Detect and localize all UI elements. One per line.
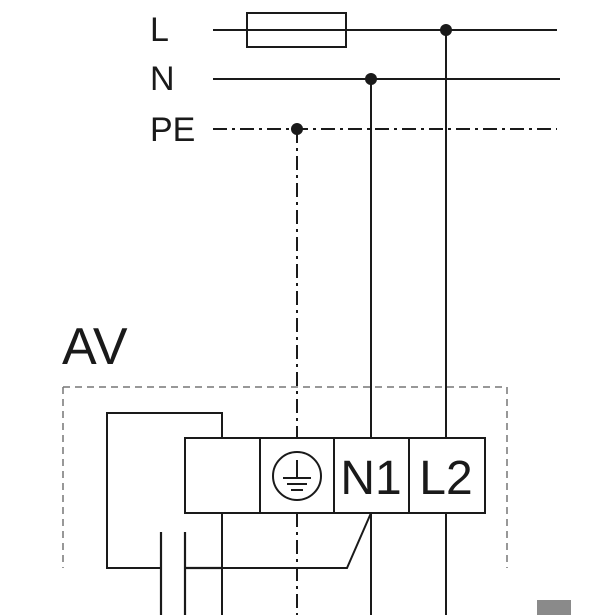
contact-symbol [159,532,222,615]
label-l: L [150,11,169,49]
corner-block [537,600,571,615]
label-n: N [150,60,175,98]
device-boundary [62,386,508,568]
switch-link [222,512,372,569]
terminal-leads [221,513,447,615]
terminal-strip [184,437,486,514]
protective-earth-icon [272,451,322,501]
internal-loop [106,412,223,569]
terminal-n1-label: N1 [340,452,401,505]
label-pe: PE [150,111,195,149]
device-label: AV [62,318,128,376]
terminal-l2-label: L2 [419,452,472,505]
